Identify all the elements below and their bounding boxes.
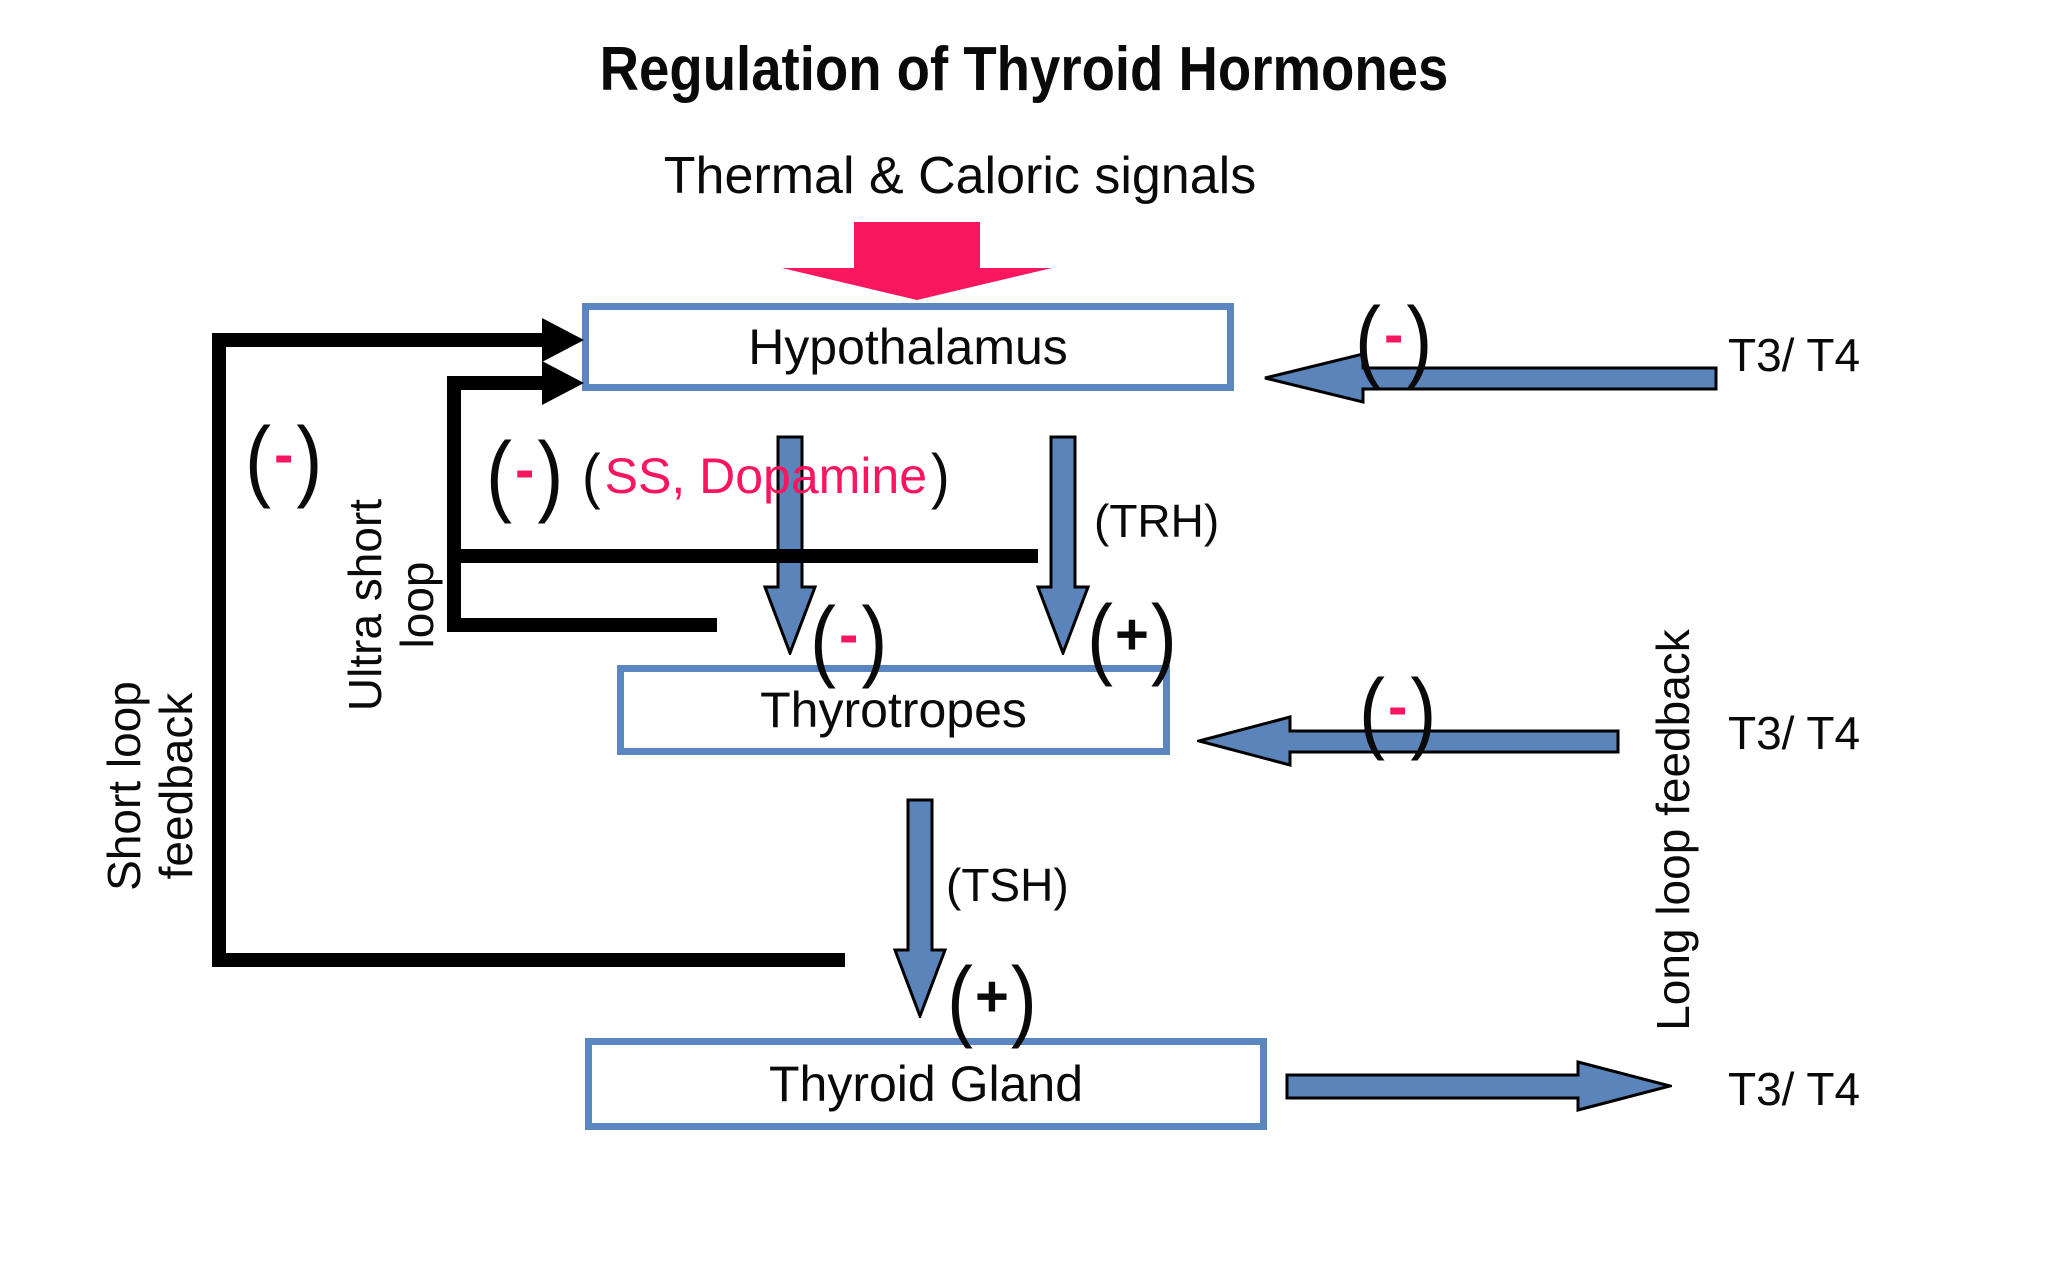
t3t4-label-bottom: T3/ T4 (1728, 1063, 1861, 1115)
thermal-signal-down-arrow (782, 222, 1052, 300)
short-loop-line-vertical (212, 333, 226, 967)
positive-sign-tsh: (+) (947, 948, 1037, 1050)
thyrotropes-label: Thyrotropes (760, 682, 1027, 738)
ultra-short-loop-line-vertical (447, 376, 461, 632)
tsh-arrow (893, 798, 947, 1018)
trh-label: (TRH) (1094, 495, 1220, 547)
negative-sign-long-loop-middle: (-) (1359, 660, 1437, 762)
t3t4-feedback-arrow-thyrotropes (1197, 715, 1620, 767)
ultra-short-loop-line-lower (447, 618, 717, 632)
ultra-short-loop-arrowhead (542, 361, 584, 405)
hypothalamus-box: Hypothalamus (582, 303, 1234, 391)
thyroid-gland-label: Thyroid Gland (768, 1056, 1084, 1112)
t3t4-feedback-arrow-hypothalamus (1264, 352, 1718, 404)
short-loop-arrowhead (542, 318, 584, 362)
negative-sign-long-loop-upper: (-) (1355, 288, 1433, 390)
short-loop-line-top (212, 333, 542, 347)
short-loop-label: Short loop feedback (98, 681, 202, 891)
t3t4-output-arrow (1285, 1060, 1672, 1112)
t3t4-label-middle: T3/ T4 (1728, 707, 1861, 759)
ultra-short-loop-line-top (447, 376, 542, 390)
thyroid-gland-box: Thyroid Gland (585, 1038, 1267, 1130)
t3t4-label-top: T3/ T4 (1728, 329, 1861, 381)
trh-arrow (1036, 435, 1090, 655)
negative-sign-ultra-short-loop: (-) (486, 423, 564, 525)
thyrotropes-box: Thyrotropes (617, 665, 1170, 755)
negative-sign-short-loop: (-) (245, 408, 323, 510)
input-signal-label: Thermal & Caloric signals (663, 147, 1257, 205)
ultra-short-loop-line-middle (447, 549, 1038, 563)
long-loop-label: Long loop feedback (1647, 629, 1699, 1031)
hypothalamus-label: Hypothalamus (748, 319, 1068, 375)
ultra-short-loop-label: Ultra short loop (339, 498, 443, 712)
ss-dopamine-label: (SS, Dopamine) (582, 440, 950, 511)
short-loop-line-bottom (212, 953, 845, 967)
page-title: Regulation of Thyroid Hormones (599, 35, 1449, 104)
positive-sign-trh: (+) (1087, 586, 1177, 688)
negative-sign-ss-dopamine: (-) (810, 588, 888, 690)
tsh-label: (TSH) (946, 859, 1069, 911)
ss-dopamine-arrow (763, 435, 817, 655)
